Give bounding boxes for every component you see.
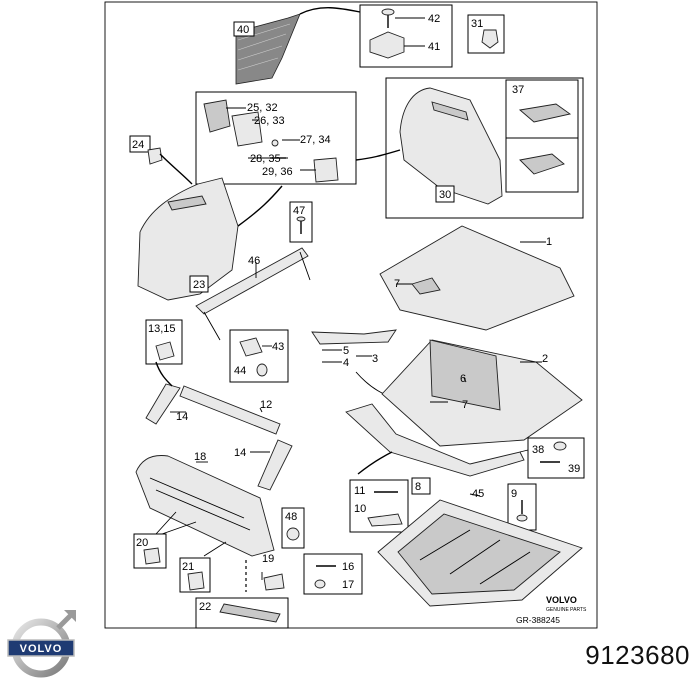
group-38-39: 38 39 [519, 437, 585, 479]
group-13-15: 13,15 [145, 319, 183, 365]
callout-42: 42 [428, 13, 440, 25]
callout-4: 4 [343, 357, 349, 369]
callout-30: 30 [439, 189, 451, 201]
part-8-sill-plate: 8 [345, 403, 525, 495]
callout-38: 38 [532, 444, 544, 456]
callout-2: 2 [542, 353, 548, 365]
callout-27-34: 27, 34 [300, 134, 331, 146]
callout-24: 24 [132, 139, 144, 151]
callout-3: 3 [372, 353, 378, 365]
part-46-crossmember: 46 [195, 247, 311, 341]
callout-37: 37 [512, 84, 524, 96]
group-10-11: 11 10 [349, 479, 409, 533]
callout-11: 11 [354, 485, 365, 497]
group-9: 9 [507, 483, 537, 531]
brand-small: VOLVO [546, 595, 577, 605]
group-47: 47 [289, 201, 313, 243]
callout-26-33: 26, 33 [254, 115, 285, 127]
callout-7a: 7 [394, 278, 400, 290]
callout-41: 41 [428, 41, 440, 53]
part-40-cargo-net: 40 [233, 7, 361, 85]
callout-16: 16 [342, 561, 354, 573]
group-48: 48 [281, 507, 305, 549]
diagram-ref: GR-388245 [516, 615, 560, 625]
volvo-iron-mark-icon: VOLVO [7, 610, 76, 678]
callout-14a: 14 [176, 411, 188, 423]
callout-10: 10 [354, 503, 366, 515]
part-23-side-trim-left: 23 [137, 177, 283, 301]
logo-text: VOLVO [20, 643, 63, 655]
callout-20: 20 [136, 537, 148, 549]
callout-5: 5 [343, 345, 349, 357]
callout-39: 39 [568, 463, 580, 475]
part-45-storage-tray: 45 [377, 488, 583, 607]
callout-44: 44 [234, 365, 246, 377]
callout-7b: 7 [462, 399, 468, 411]
group-3-4-5: 5 4 3 [311, 329, 403, 401]
callout-47: 47 [293, 205, 305, 217]
group-21: 21 [179, 541, 227, 593]
group-43-44: 43 44 [229, 329, 289, 383]
group-24: 24 [129, 135, 193, 185]
callout-14b: 14 [234, 447, 246, 459]
group-30-37: 37 30 [355, 77, 584, 219]
group-22: 22 [195, 597, 289, 629]
callout-6: 6 [460, 373, 466, 385]
brand-small-sub: GENUINE PARTS [546, 607, 587, 613]
part-number: 9123680 [585, 640, 690, 670]
callout-23: 23 [193, 279, 205, 291]
group-12-14-rails: 14 12 14 [145, 361, 293, 491]
part-1-floor-panel: 7 1 [379, 225, 575, 331]
part-18-rear-panel: 18 [135, 451, 275, 557]
callout-9: 9 [511, 488, 517, 500]
callout-17: 17 [342, 579, 354, 591]
callout-18: 18 [194, 451, 206, 463]
callout-40: 40 [237, 24, 249, 36]
callout-46: 46 [248, 255, 260, 267]
callout-13-15: 13,15 [148, 323, 176, 335]
callout-8: 8 [415, 481, 421, 493]
callout-19: 19 [262, 553, 274, 565]
callout-45: 45 [472, 488, 484, 500]
callout-1: 1 [546, 236, 552, 248]
callout-22: 22 [199, 601, 211, 613]
callout-48: 48 [285, 511, 297, 523]
callout-31: 31 [471, 18, 483, 30]
group-31: 31 [467, 14, 505, 54]
callout-25-32: 25, 32 [247, 102, 278, 114]
callout-21: 21 [182, 561, 194, 573]
diagram-frame [104, 1, 598, 629]
group-25-36: 25, 32 26, 33 27, 34 28, 35 29, 36 [195, 91, 357, 185]
callout-28-35: 28, 35 [250, 153, 281, 165]
part-2-cargo-floor: 6 7 2 [381, 339, 583, 447]
group-16-17-19: 19 16 17 [245, 553, 363, 595]
callout-29-36: 29, 36 [262, 166, 293, 178]
group-20: 20 [133, 511, 197, 569]
volvo-logo: VOLVO [6, 608, 76, 688]
callout-43: 43 [272, 341, 284, 353]
callout-12: 12 [260, 399, 272, 411]
group-41-42: 42 41 [359, 4, 453, 68]
